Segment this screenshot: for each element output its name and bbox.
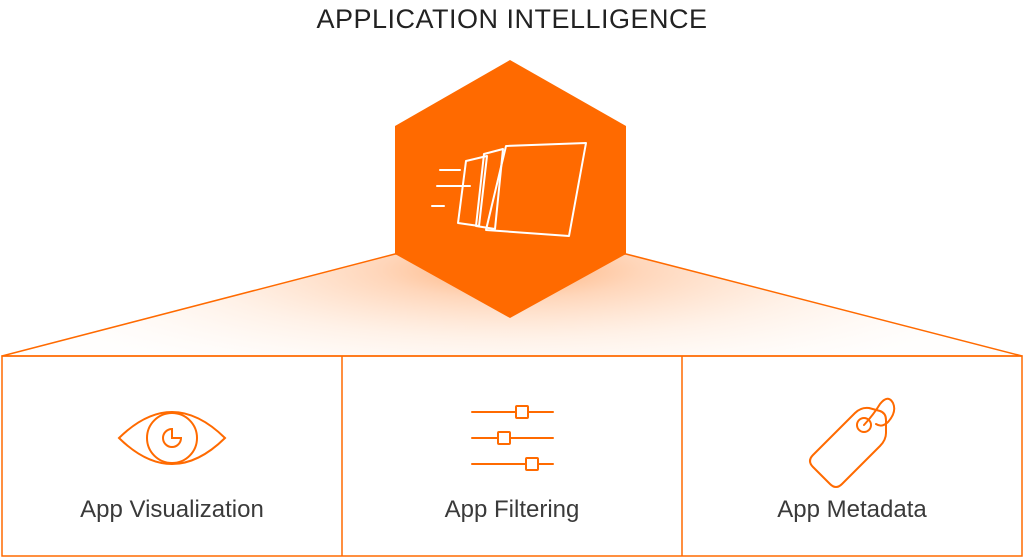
panel-label-filtering: App Filtering [444,496,580,523]
hub-hexagon [395,60,626,318]
panel-label-metadata: App Metadata [777,496,927,523]
eye-icon [117,411,227,465]
speed-pages-icon [431,142,587,237]
panels-frame [1,355,1023,557]
sliders-icon [471,405,554,471]
tag-icon [809,397,896,488]
diagram-title: APPLICATION INTELLIGENCE [316,4,708,34]
panel-label-visualization: App Visualization [80,496,264,523]
